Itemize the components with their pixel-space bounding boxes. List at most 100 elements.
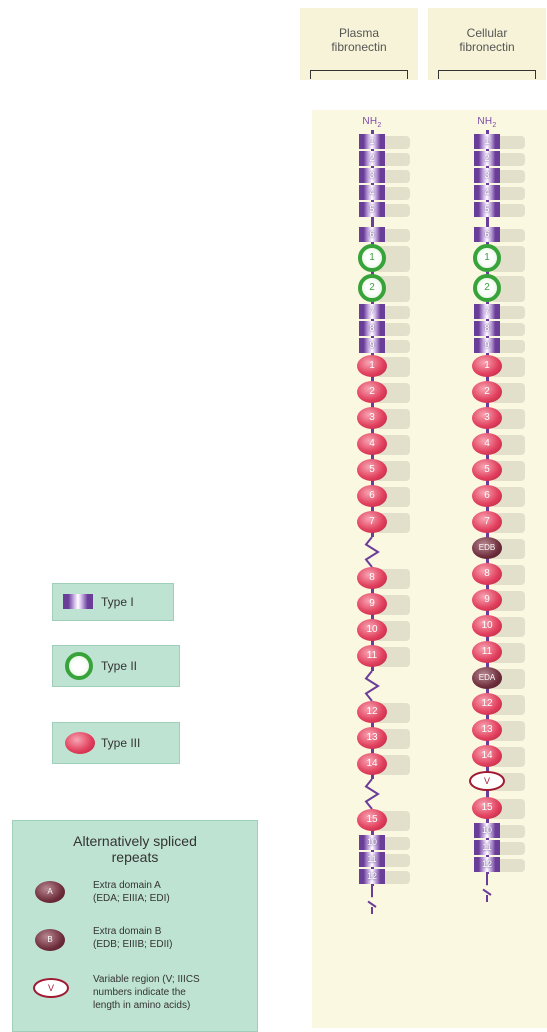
plasma-bracket [310,70,408,79]
type3-module-14: 14 [357,753,387,775]
type3-module-12: 12 [472,693,502,715]
plasma-title-line2: fibronectin [331,40,387,54]
type3-module-11: 11 [472,641,502,663]
type3-module-10: 10 [357,619,387,641]
cellular-bracket [438,70,536,79]
plasma-title-line1: Plasma [338,26,379,40]
type2-swatch-icon [65,652,93,680]
edb-desc: Extra domain B (EDB; EIIIB; EDII) [93,925,243,951]
carboxy-tail [362,886,382,914]
type1-module-2: 2 [359,151,385,166]
type1-module-9: 9 [474,338,500,353]
nh2-terminus-label: NH2 [352,116,392,129]
type1-module-4: 4 [359,185,385,200]
type3-module-11: 11 [357,645,387,667]
type3-module-4: 4 [357,433,387,455]
extra-domain-module-edb: EDB [472,537,502,559]
type2-module-1: 1 [358,244,386,272]
v-desc-line2: numbers indicate the [93,987,186,998]
type1-module-7: 7 [359,304,385,319]
type3-module-15: 15 [357,809,387,831]
type1-module-6: 6 [359,227,385,242]
type1-module-8: 8 [359,321,385,336]
type1-module-12: 12 [359,869,385,884]
alt-title-line1: Alternatively spliced [73,833,197,849]
eda-icon: A [35,881,65,903]
edb-desc-line1: Extra domain B [93,926,162,937]
type3-module-13: 13 [472,719,502,741]
eda-desc-line1: Extra domain A [93,880,161,891]
type3-module-10: 10 [472,615,502,637]
type1-module-8: 8 [474,321,500,336]
type3-module-8: 8 [472,563,502,585]
type1-module-11: 11 [474,840,500,855]
plasma-header: Plasma fibronectin [300,8,418,80]
legend-type2-label: Type II [101,659,138,673]
type3-module-5: 5 [472,459,502,481]
nh2-text: NH [477,116,493,127]
extra-domain-module-eda: EDA [472,667,502,689]
nh2-subscript: 2 [377,122,382,129]
type2-module-2: 2 [473,274,501,302]
carboxy-tail [477,874,497,902]
type3-module-14: 14 [472,745,502,767]
type1-module-7: 7 [474,304,500,319]
v-desc-line1: Variable region (V; IIICS [93,974,200,985]
type3-swatch-icon [65,732,95,754]
edb-icon: B [35,929,65,951]
legend-type2: Type II [52,645,180,687]
type1-module-5: 5 [474,202,500,217]
nh2-text: NH [362,116,378,127]
nh2-subscript: 2 [492,122,497,129]
type1-module-10: 10 [474,823,500,838]
type1-module-6: 6 [474,227,500,242]
v-desc: Variable region (V; IIICS numbers indica… [93,973,243,1012]
type1-module-10: 10 [359,835,385,850]
type1-module-4: 4 [474,185,500,200]
type3-module-1: 1 [357,355,387,377]
type1-swatch-icon [63,594,93,609]
type3-module-12: 12 [357,701,387,723]
alt-title-line2: repeats [111,849,159,865]
legend-type1-label: Type I [101,595,134,609]
type3-module-2: 2 [357,381,387,403]
cellular-header: Cellular fibronectin [428,8,546,80]
type3-module-2: 2 [472,381,502,403]
legend-type3-label: Type III [101,736,141,750]
nh2-terminus-label: NH2 [467,116,507,129]
type3-module-13: 13 [357,727,387,749]
type2-module-2: 2 [358,274,386,302]
type2-module-1: 1 [473,244,501,272]
type1-module-3: 3 [359,168,385,183]
alt-spliced-legend: Alternatively spliced repeats A Extra do… [12,820,258,1032]
linker-wave [362,671,382,701]
eda-desc: Extra domain A (EDA; EIIIA; EDI) [93,879,243,905]
type3-module-3: 3 [357,407,387,429]
type3-module-15: 15 [472,797,502,819]
type1-module-11: 11 [359,852,385,867]
type3-module-5: 5 [357,459,387,481]
type3-module-9: 9 [357,593,387,615]
linker-wave [362,537,382,567]
linker-wave [362,779,382,809]
legend-type3: Type III [52,722,180,764]
type1-module-12: 12 [474,857,500,872]
type3-module-6: 6 [357,485,387,507]
type3-module-1: 1 [472,355,502,377]
legend-type1: Type I [52,583,174,621]
type3-module-6: 6 [472,485,502,507]
type1-module-5: 5 [359,202,385,217]
cellular-title-line2: fibronectin [459,40,515,54]
type3-module-4: 4 [472,433,502,455]
type3-module-9: 9 [472,589,502,611]
cellular-title-line1: Cellular [466,26,508,40]
type1-module-1: 1 [359,134,385,149]
type1-module-9: 9 [359,338,385,353]
type1-module-2: 2 [474,151,500,166]
variable-region-module-v: V [469,771,505,791]
type3-module-8: 8 [357,567,387,589]
type1-module-3: 3 [474,168,500,183]
variable-region-icon: V [33,978,69,998]
